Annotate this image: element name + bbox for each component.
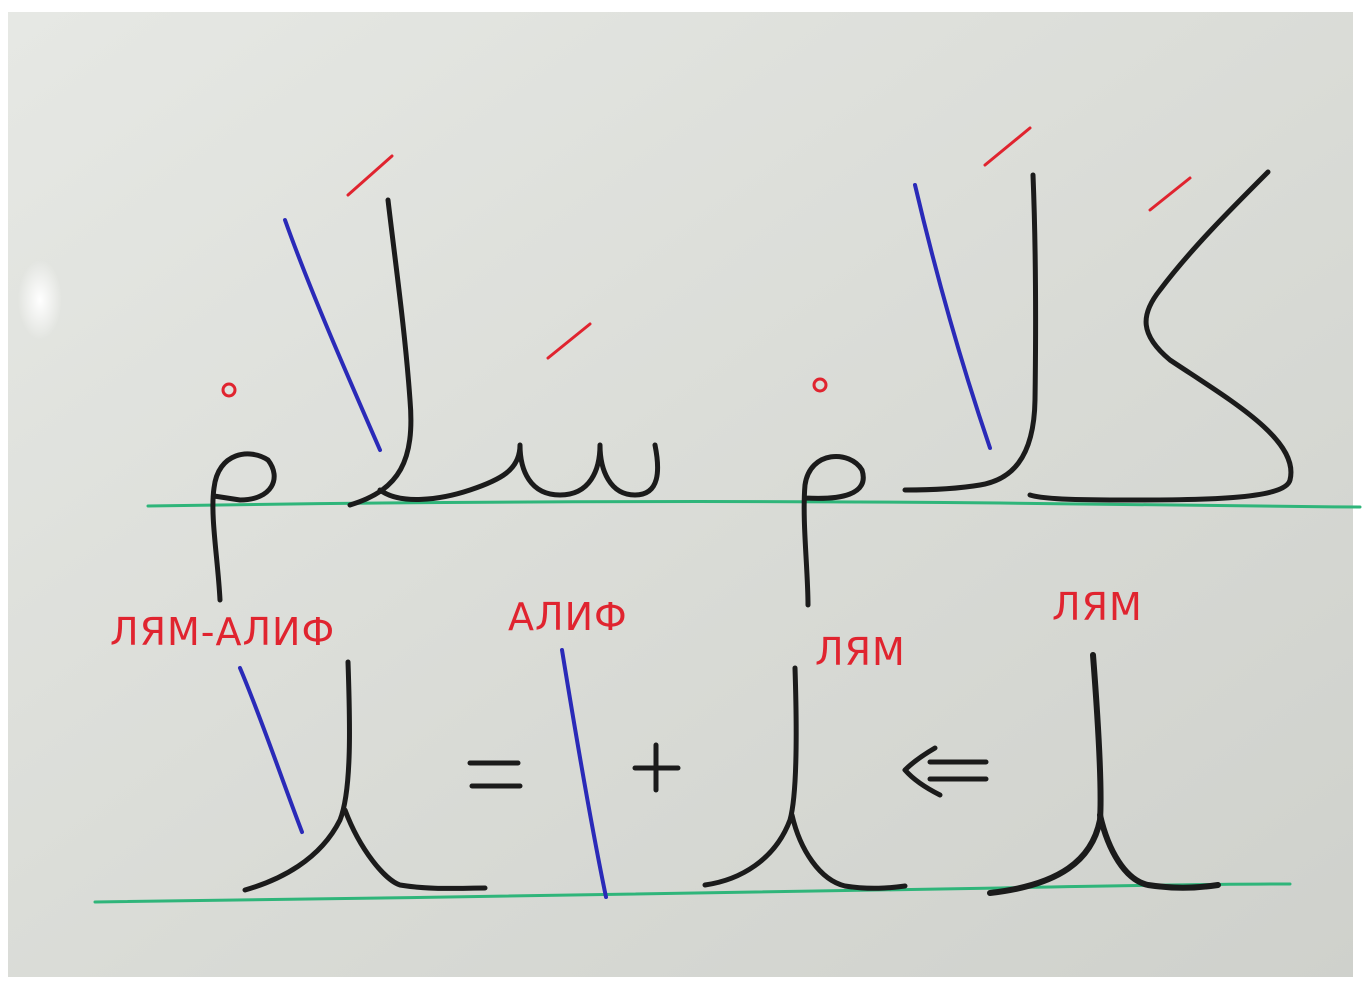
equals-sign xyxy=(467,760,523,789)
board-surface xyxy=(8,12,1353,977)
vowel-marks xyxy=(221,126,1192,398)
alif-blue-top-left xyxy=(283,218,382,452)
arrow-symbol xyxy=(902,745,989,798)
plus-sign xyxy=(632,742,681,793)
letter-lam-middle xyxy=(702,665,908,891)
label-lam-alif: ЛЯМ-АЛИФ xyxy=(110,610,335,654)
label-lam-middle: ЛЯМ xyxy=(815,630,906,674)
alif-blue-standalone xyxy=(560,648,608,899)
letter-lam-right xyxy=(987,652,1221,896)
ligature-lam-alif xyxy=(242,659,488,893)
alif-blue-top-right xyxy=(913,183,992,450)
light-glare xyxy=(18,260,62,340)
label-alif: АЛИФ xyxy=(508,595,628,639)
word-kalaam xyxy=(801,169,1294,608)
word-salaam xyxy=(210,197,661,603)
alif-blue-ligature xyxy=(238,666,304,834)
label-lam-right: ЛЯМ xyxy=(1052,585,1143,629)
